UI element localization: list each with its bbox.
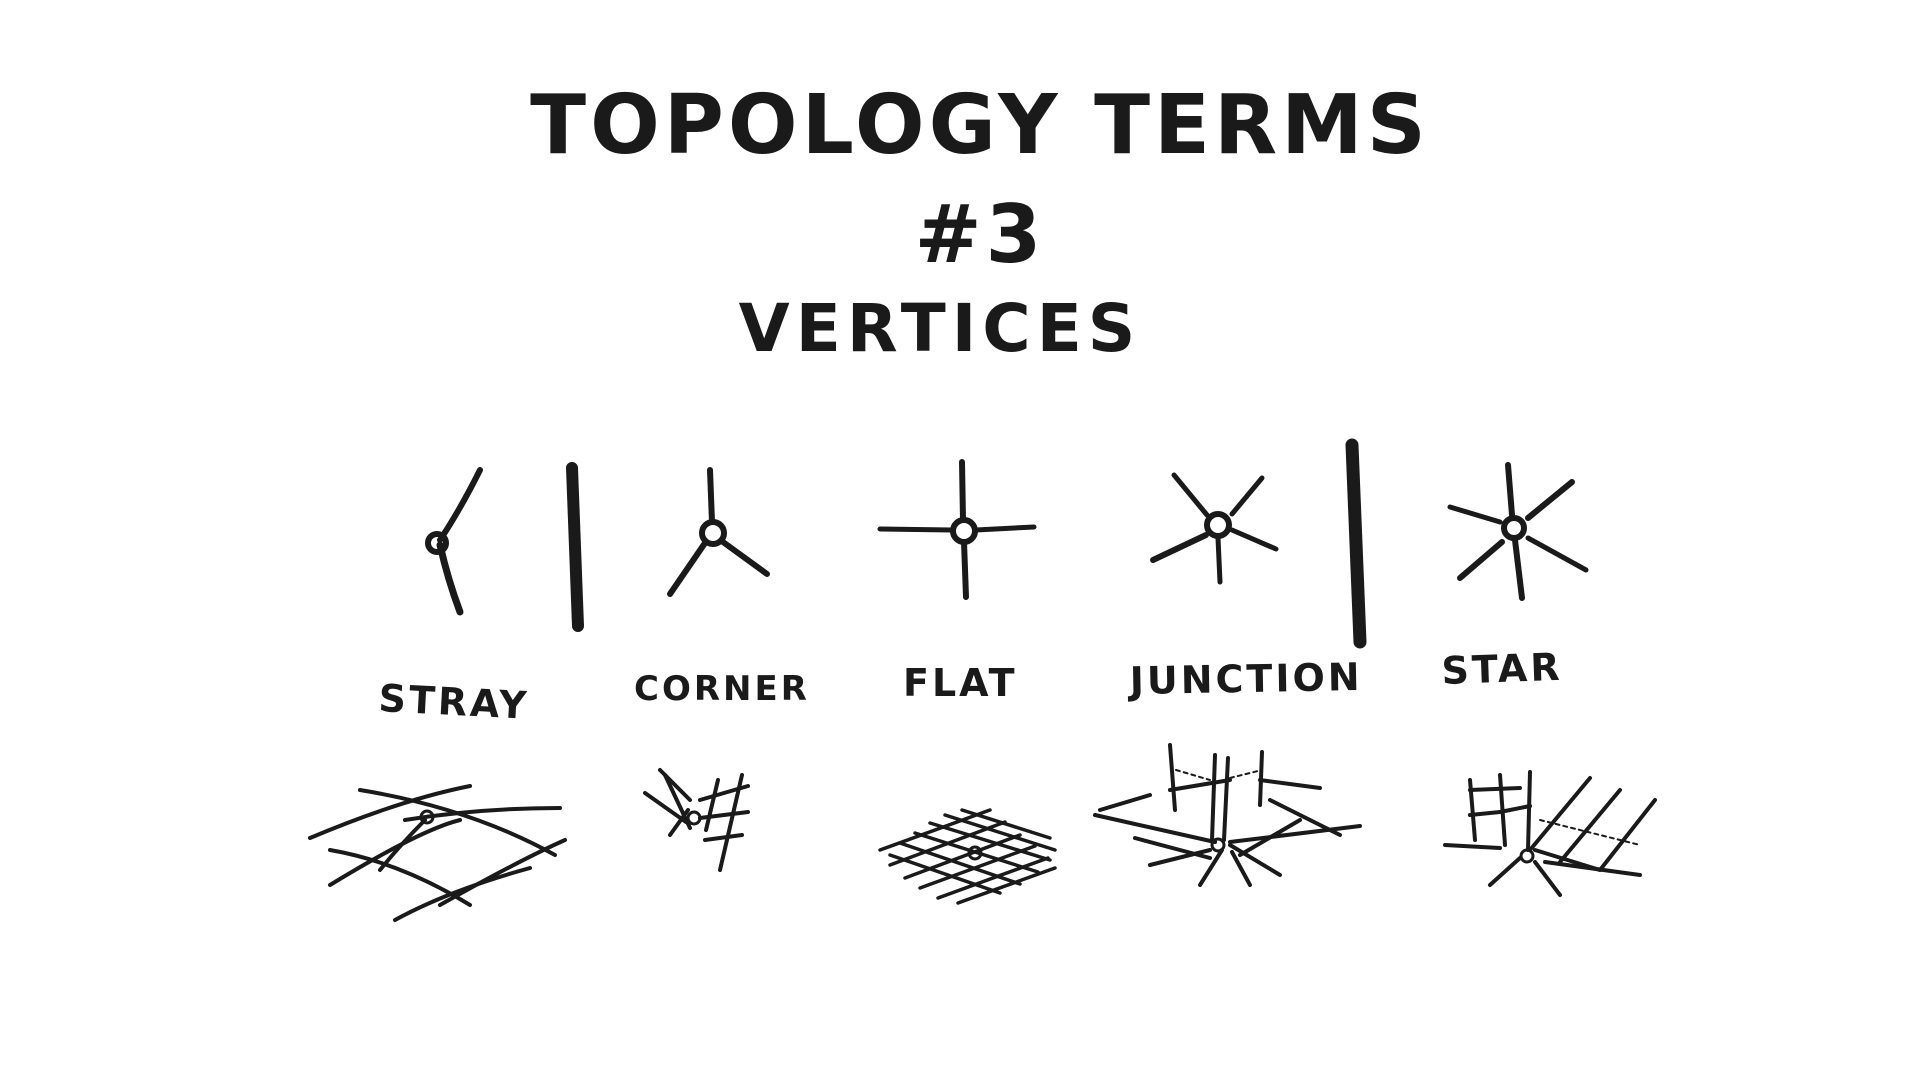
divider-left (566, 462, 584, 632)
corner-mesh-sketch (643, 768, 750, 872)
title-number: #3 (914, 188, 1046, 281)
label-stray: STRAY (378, 676, 531, 728)
star-vertex-icon (1447, 462, 1589, 601)
label-star: STAR (1441, 645, 1563, 693)
star-mesh-sketch (1443, 770, 1657, 897)
label-junction: JUNCTION (1126, 655, 1363, 703)
label-corner: CORNER (634, 669, 810, 709)
corner-vertex-icon (667, 467, 770, 597)
stray-mesh-sketch (308, 784, 567, 922)
divider-right (1345, 438, 1367, 649)
title-vertices: VERTICES (738, 290, 1142, 367)
junction-mesh-sketch (1093, 743, 1362, 887)
stray-vertex-icon (425, 467, 483, 616)
flat-vertex-icon (877, 459, 1037, 600)
junction-vertex-icon (1150, 472, 1279, 585)
flat-mesh-sketch (878, 808, 1057, 905)
label-flat: FLAT (903, 661, 1018, 705)
title-topology-terms: TOPOLOGY TERMS (530, 78, 1430, 173)
